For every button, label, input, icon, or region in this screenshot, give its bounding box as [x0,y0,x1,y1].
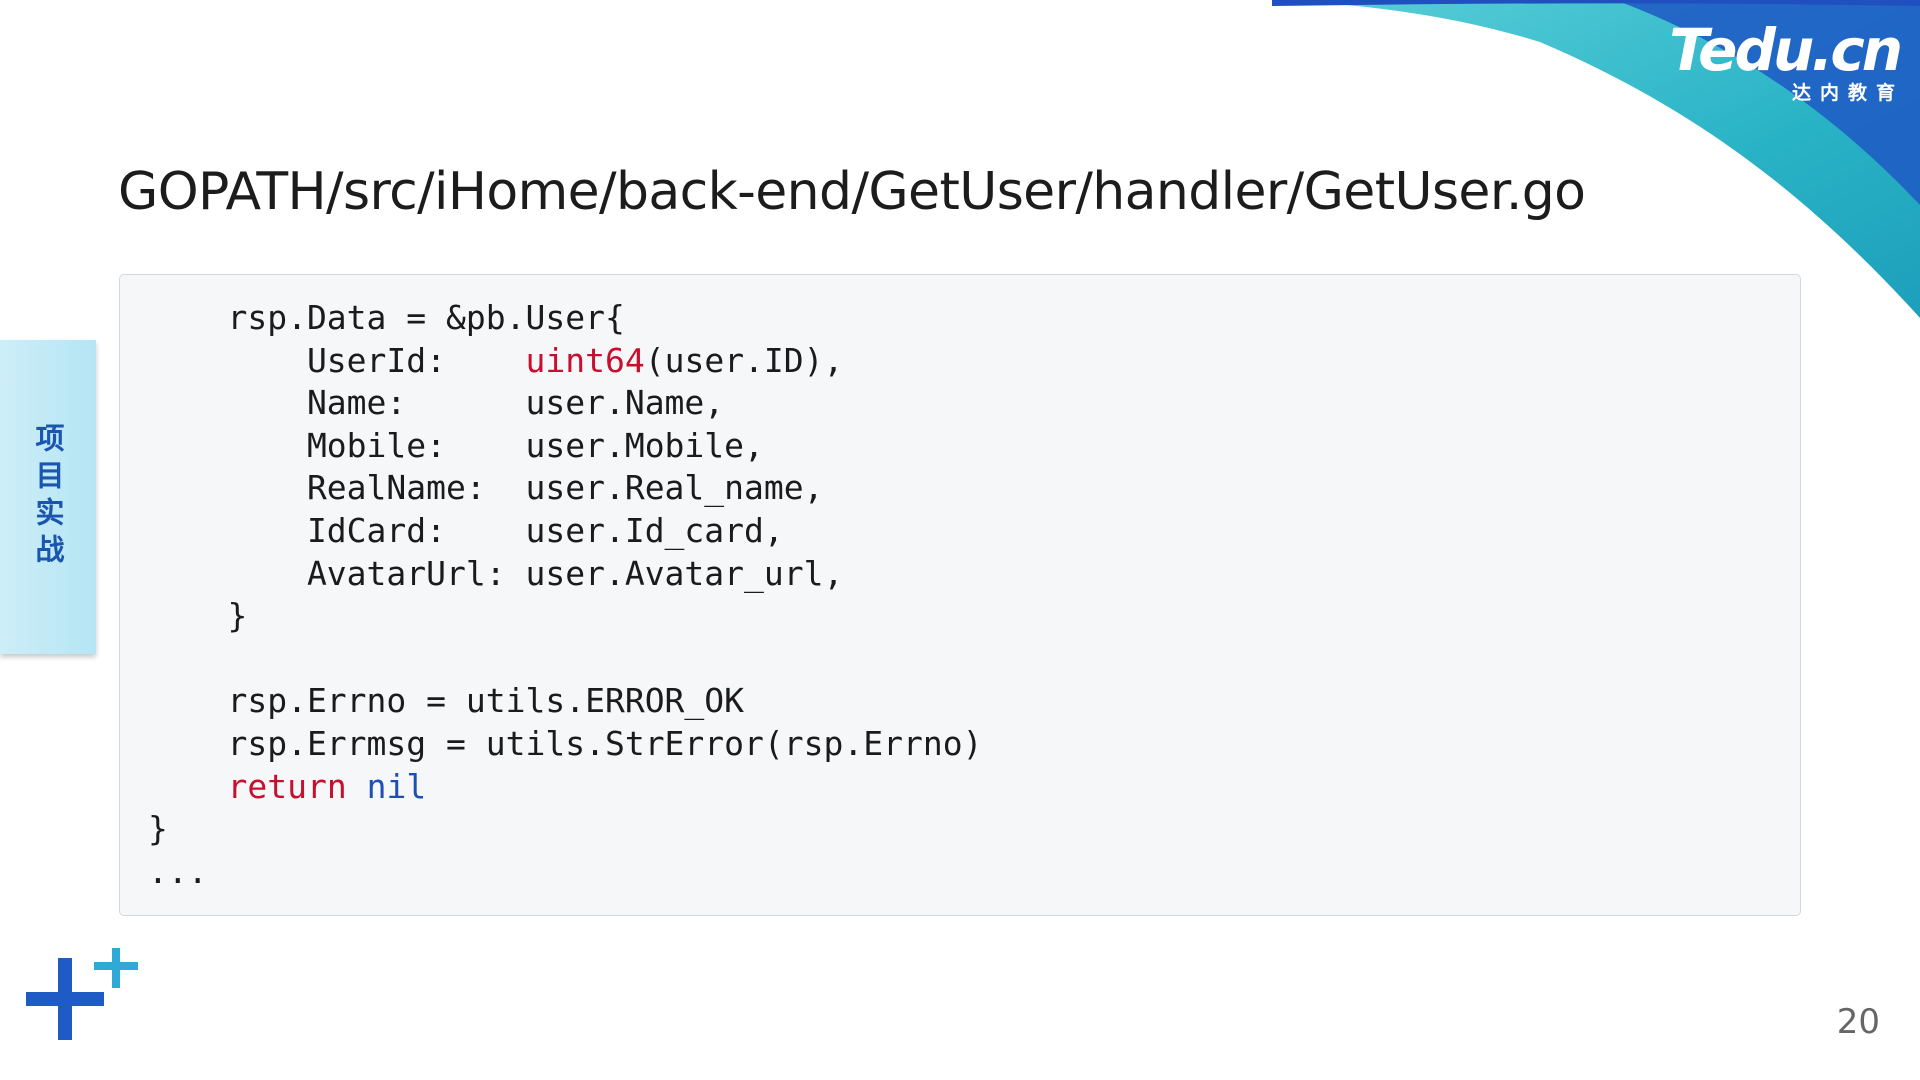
code-line: } [148,808,1800,851]
side-tab-label: 项目实战 [31,423,65,571]
code-token [347,767,367,806]
code-token: Mobile: user.Mobile, [148,425,764,465]
code-token: } [148,596,248,636]
side-tab: 项目实战 [0,340,96,654]
code-line: AvatarUrl: user.Avatar_url, [148,553,1800,596]
code-line: Mobile: user.Mobile, [148,425,1800,468]
code-token: AvatarUrl: user.Avatar_url, [148,553,844,593]
code-line: return nil [148,766,1800,809]
plus-icon [26,948,138,1040]
code-token: (user.ID), [644,340,844,380]
code-line: rsp.Data = &pb.User{ [148,297,1800,340]
page-number: 20 [1836,1002,1880,1042]
code-token: UserId: [148,340,526,380]
code-line: RealName: user.Real_name, [148,467,1800,510]
page-title: GOPATH/src/iHome/back-end/GetUser/handle… [118,162,1586,222]
code-line [148,638,1800,681]
code-line: Name: user.Name, [148,382,1800,425]
code-line: rsp.Errmsg = utils.StrError(rsp.Errno) [148,723,1800,766]
code-token: rsp.Errmsg = utils.StrError(rsp.Errno) [148,723,983,763]
code-token: Name: user.Name, [148,383,725,423]
code-line: IdCard: user.Id_card, [148,510,1800,553]
code-token: ... [148,851,208,891]
logo-text: Tedu.cn [1669,16,1903,84]
code-keyword: nil [366,766,427,806]
code-token [148,767,227,806]
code-line: ... [148,851,1800,894]
code-token: IdCard: user.Id_card, [148,510,784,550]
code-block: rsp.Data = &pb.User{ UserId: uint64(user… [119,274,1801,916]
code-token: rsp.Data = &pb.User{ [148,298,625,337]
code-keyword: return [227,766,347,806]
code-token: } [148,809,168,849]
code-token: rsp.Errno = utils.ERROR_OK [148,681,745,721]
code-line: } [148,595,1800,638]
code-line: rsp.Errno = utils.ERROR_OK [148,680,1800,723]
code-keyword: uint64 [525,340,645,380]
logo-subtext: 达内教育 [1791,82,1904,104]
code-line: UserId: uint64(user.ID), [148,340,1800,383]
tedu-logo: Tedu.cn 达内教育 [1635,16,1903,104]
code-token: RealName: user.Real_name, [148,468,824,508]
